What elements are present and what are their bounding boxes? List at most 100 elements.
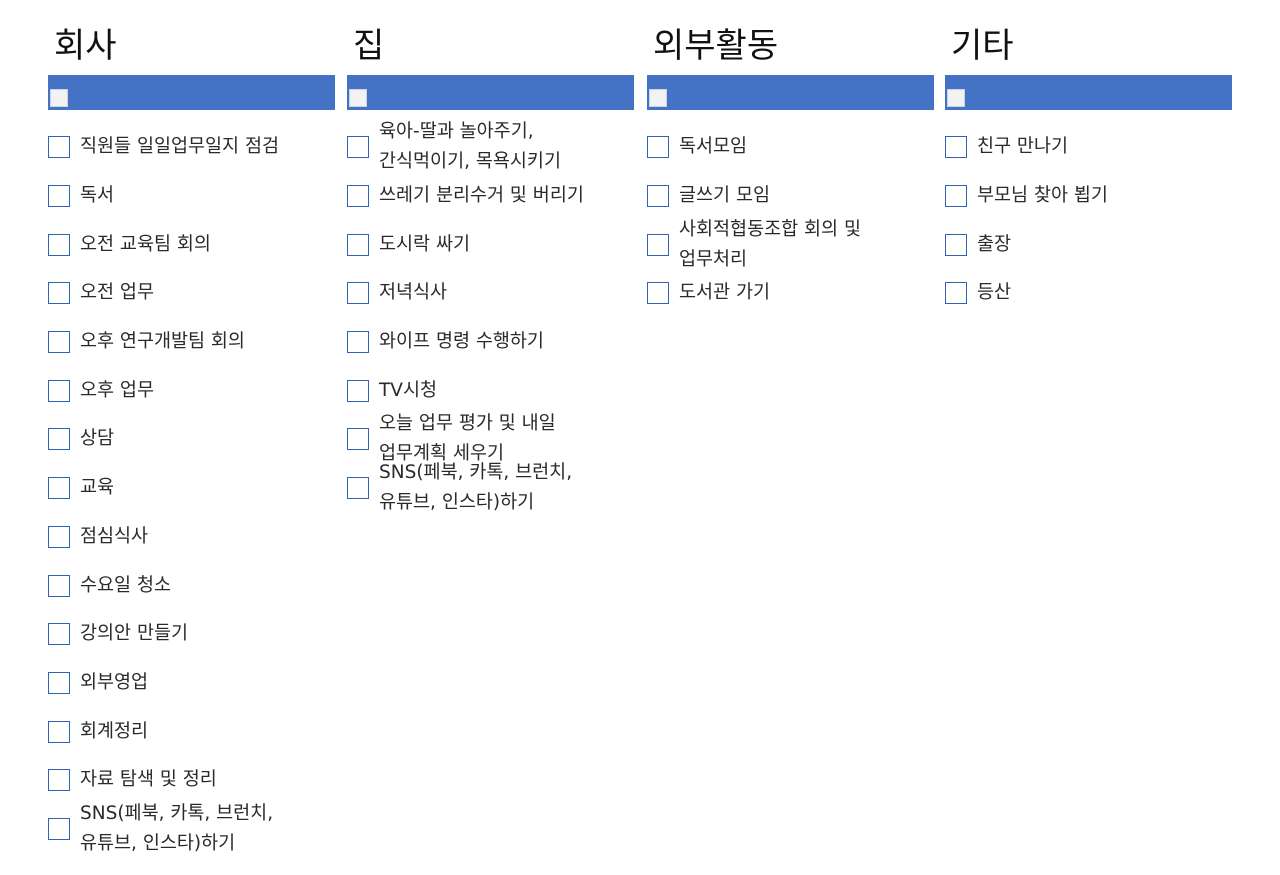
- task-checkbox[interactable]: [647, 136, 669, 159]
- task-label: 독서: [80, 185, 115, 207]
- task-checkbox[interactable]: [945, 233, 967, 256]
- task-item[interactable]: 강의안 만들기: [48, 610, 335, 659]
- task-label: SNS(페북, 카톡, 브런치, 유튜브, 인스타)하기: [379, 462, 573, 514]
- task-item[interactable]: SNS(페북, 카톡, 브런치, 유튜브, 인스타)하기: [48, 803, 335, 854]
- task-label: 부모님 찾아 뵙기: [977, 185, 1108, 207]
- task-item[interactable]: 교육: [48, 464, 335, 513]
- task-item[interactable]: 부모님 찾아 뵙기: [945, 172, 1232, 221]
- task-label: 오전 업무: [80, 282, 154, 304]
- select-all-checkbox[interactable]: [947, 89, 965, 107]
- task-checkbox[interactable]: [347, 185, 369, 208]
- task-item[interactable]: 상담: [48, 415, 335, 464]
- task-checkbox[interactable]: [48, 574, 70, 597]
- task-checkbox[interactable]: [48, 331, 70, 354]
- task-checkbox[interactable]: [647, 185, 669, 208]
- task-item[interactable]: 저녁식사: [347, 269, 634, 318]
- task-item[interactable]: 오후 연구개발팀 회의: [48, 318, 335, 367]
- task-item[interactable]: 회계정리: [48, 707, 335, 756]
- task-label: 와이프 명령 수행하기: [379, 331, 544, 353]
- task-label: 외부영업: [80, 671, 149, 693]
- task-checkbox[interactable]: [48, 477, 70, 500]
- task-checkbox[interactable]: [48, 623, 70, 646]
- task-checkbox[interactable]: [945, 282, 967, 305]
- task-list: 직원들 일일업무일지 점검 독서 오전 교육팀 회의 오전 업무 오후 연구개발…: [48, 123, 335, 854]
- task-label: 자료 탐색 및 정리: [80, 769, 217, 791]
- task-label: 친구 만나기: [977, 136, 1068, 158]
- task-item[interactable]: 오전 업무: [48, 269, 335, 318]
- select-all-checkbox[interactable]: [50, 89, 68, 107]
- task-item[interactable]: 독서: [48, 172, 335, 221]
- task-checkbox[interactable]: [647, 233, 669, 256]
- task-item[interactable]: 수요일 청소: [48, 561, 335, 610]
- task-checkbox[interactable]: [48, 233, 70, 256]
- task-label: 상담: [80, 428, 115, 450]
- task-label: 수요일 청소: [80, 574, 171, 596]
- task-checkbox[interactable]: [48, 136, 70, 159]
- task-item[interactable]: 와이프 명령 수행하기: [347, 318, 634, 367]
- task-item[interactable]: 등산: [945, 269, 1232, 318]
- task-checkbox[interactable]: [347, 331, 369, 354]
- task-checkbox[interactable]: [647, 282, 669, 305]
- column-title: 기타: [951, 26, 1014, 66]
- task-item[interactable]: 오늘 업무 평가 및 내일 업무계획 세우기: [347, 413, 634, 464]
- task-checkbox[interactable]: [347, 428, 369, 451]
- task-label: 출장: [977, 233, 1012, 255]
- task-item[interactable]: 점심식사: [48, 513, 335, 562]
- task-label: 강의안 만들기: [80, 623, 189, 645]
- task-label: 사회적협동조합 회의 및 업무처리: [679, 218, 861, 270]
- task-checkbox[interactable]: [48, 282, 70, 305]
- select-all-checkbox[interactable]: [349, 89, 367, 107]
- task-item[interactable]: 외부영업: [48, 659, 335, 708]
- task-item[interactable]: 사회적협동조합 회의 및 업무처리: [647, 219, 934, 270]
- task-label: 도서관 가기: [679, 282, 770, 304]
- task-item[interactable]: 출장: [945, 220, 1232, 269]
- task-item[interactable]: 직원들 일일업무일지 점검: [48, 123, 335, 172]
- task-checkbox[interactable]: [347, 379, 369, 402]
- task-checkbox[interactable]: [48, 720, 70, 743]
- task-checkbox[interactable]: [945, 185, 967, 208]
- task-list: 육아-딸과 놀아주기, 간식먹이기, 목욕시키기 쓰레기 분리수거 및 버리기 …: [347, 121, 634, 513]
- task-label: 오후 업무: [80, 379, 154, 401]
- task-item[interactable]: 도서관 가기: [647, 269, 934, 318]
- task-label: 쓰레기 분리수거 및 버리기: [379, 185, 584, 207]
- task-checkbox[interactable]: [347, 136, 369, 159]
- task-checkbox[interactable]: [48, 428, 70, 451]
- task-checkbox[interactable]: [48, 769, 70, 792]
- task-label: 오전 교육팀 회의: [80, 233, 211, 255]
- task-label: 오늘 업무 평가 및 내일 업무계획 세우기: [379, 413, 556, 465]
- task-item[interactable]: TV시청: [347, 366, 634, 415]
- task-item[interactable]: 오전 교육팀 회의: [48, 220, 335, 269]
- task-list: 친구 만나기 부모님 찾아 뵙기 출장 등산: [945, 123, 1232, 318]
- task-checkbox[interactable]: [347, 477, 369, 500]
- task-checkbox[interactable]: [48, 185, 70, 208]
- select-all-checkbox[interactable]: [649, 89, 667, 107]
- task-checkbox[interactable]: [48, 525, 70, 548]
- task-label: TV시청: [379, 379, 437, 401]
- column-header-bar: [945, 75, 1232, 110]
- task-label: 글쓰기 모임: [679, 185, 770, 207]
- task-checkbox[interactable]: [945, 136, 967, 159]
- task-label: 오후 연구개발팀 회의: [80, 331, 245, 353]
- task-item[interactable]: 도시락 싸기: [347, 220, 634, 269]
- task-checkbox[interactable]: [48, 817, 70, 840]
- task-item[interactable]: 독서모임: [647, 123, 934, 172]
- task-label: 직원들 일일업무일지 점검: [80, 136, 279, 158]
- task-item[interactable]: 쓰레기 분리수거 및 버리기: [347, 172, 634, 221]
- task-checkbox[interactable]: [48, 671, 70, 694]
- task-item[interactable]: 친구 만나기: [945, 123, 1232, 172]
- task-label: 회계정리: [80, 720, 149, 742]
- task-item[interactable]: 육아-딸과 놀아주기, 간식먹이기, 목욕시키기: [347, 121, 634, 172]
- task-label: 육아-딸과 놀아주기, 간식먹이기, 목욕시키기: [379, 121, 561, 173]
- task-label: SNS(페북, 카톡, 브런치, 유튜브, 인스타)하기: [80, 802, 274, 854]
- column-header-bar: [647, 75, 934, 110]
- task-item[interactable]: 글쓰기 모임: [647, 172, 934, 221]
- task-checkbox[interactable]: [48, 379, 70, 402]
- task-item[interactable]: 자료 탐색 및 정리: [48, 756, 335, 805]
- task-checkbox[interactable]: [347, 282, 369, 305]
- column-header-bar: [48, 75, 335, 110]
- task-item[interactable]: 오후 업무: [48, 366, 335, 415]
- task-item[interactable]: SNS(페북, 카톡, 브런치, 유튜브, 인스타)하기: [347, 462, 634, 513]
- task-label: 저녁식사: [379, 282, 448, 304]
- column-title: 집: [353, 26, 385, 66]
- task-checkbox[interactable]: [347, 233, 369, 256]
